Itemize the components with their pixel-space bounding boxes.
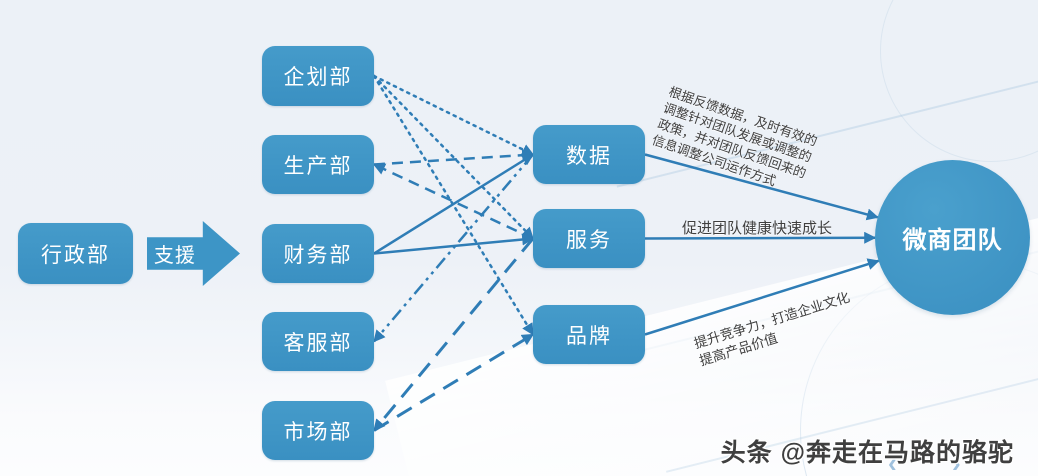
node-label: 行政部	[41, 243, 110, 267]
node-label: 服务	[566, 228, 612, 252]
node-label: 市场部	[283, 420, 353, 444]
node-planning-dept: 企划部	[262, 46, 374, 106]
node-finance-dept: 财务部	[262, 224, 374, 283]
annotation-team-growth: 促进团队健康快速成长	[682, 220, 833, 237]
node-label: 企划部	[283, 66, 353, 89]
node-label: 生产部	[283, 154, 353, 178]
connector-planning-to-data	[372, 74, 535, 156]
node-admin-dept: 行政部	[18, 223, 133, 284]
node-label: 客服部	[283, 331, 353, 355]
node-data: 数据	[533, 125, 645, 184]
connector-production-to-data	[373, 149, 535, 166]
chevron-left-icon: ‹	[888, 448, 897, 476]
node-production-dept: 生产部	[262, 135, 374, 194]
node-label: 数据	[566, 144, 612, 168]
connector-market-to-brand	[373, 333, 535, 432]
chevron-right-icon: ›	[952, 448, 961, 476]
support-arrow-label: 支援	[153, 245, 196, 267]
node-customer-service-dept: 客服部	[262, 312, 374, 371]
connector-finance-to-service	[373, 233, 535, 255]
node-label: 微商团队	[902, 227, 1003, 254]
node-brand: 品牌	[533, 305, 645, 364]
watermark-text: 头条 @奔走在马路的骆驼	[720, 439, 1014, 467]
node-label: 财务部	[283, 243, 353, 267]
connector-data-to-servicedept	[373, 153, 534, 343]
node-market-dept: 市场部	[262, 401, 374, 460]
connector-planning-to-service	[372, 74, 535, 240]
connector-service-to-market	[372, 237, 535, 432]
connector-service-to-production	[372, 163, 534, 240]
node-label: 品牌	[566, 324, 612, 348]
connector-finance-to-data	[373, 153, 535, 255]
node-service: 服务	[533, 209, 645, 268]
